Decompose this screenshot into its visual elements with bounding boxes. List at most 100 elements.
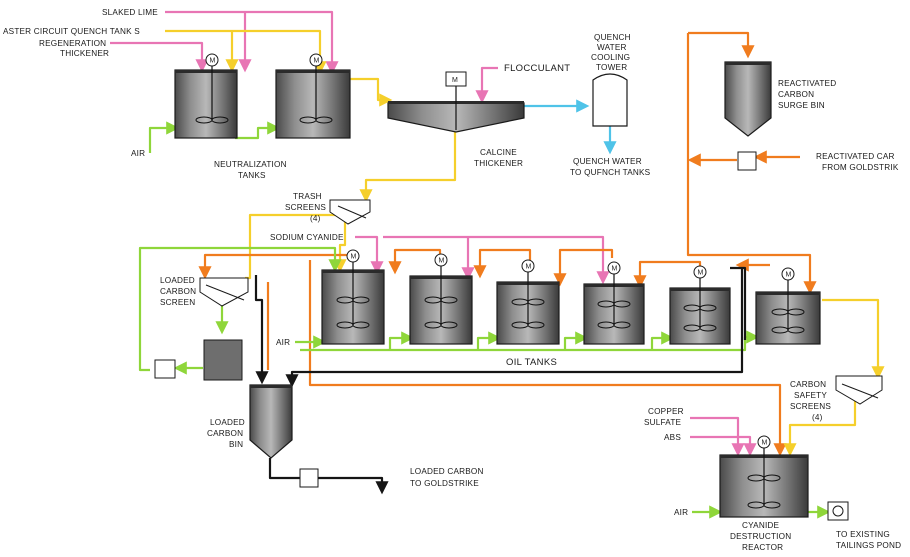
pump-box — [154, 359, 176, 379]
label-air-neut: AIR — [131, 149, 145, 158]
black-screen-to-bin — [254, 275, 269, 385]
svg-text:M: M — [762, 440, 768, 447]
label-reactivated-2: FROM GOLDSTRIK — [822, 163, 899, 172]
label-air-cdr: AIR — [674, 508, 688, 517]
motor-icon: M — [781, 267, 795, 281]
label-quench-water-1: QUENCH WATER — [573, 157, 642, 166]
svg-text:M: M — [698, 270, 704, 277]
label-air-cil: AIR — [276, 338, 290, 347]
label-safety-2: SAFETY — [794, 391, 827, 400]
motor-icon: M — [205, 53, 219, 67]
calcine-thickener: M — [387, 71, 525, 133]
label-flocculant: FLOCCULANT — [504, 63, 570, 74]
label-trash-1: TRASH — [293, 192, 322, 201]
cyanide-destruction-reactor — [719, 446, 809, 518]
label-cdr-3: REACTOR — [742, 543, 783, 552]
air-tie-1 — [388, 331, 415, 350]
carbon-advance-3 — [553, 248, 614, 287]
label-neut-1: NEUTRALIZATION — [214, 160, 287, 169]
svg-text:M: M — [452, 77, 458, 84]
safety-to-cdr-line — [783, 400, 857, 457]
orange-carbon-top — [688, 31, 755, 59]
label-safety-3: SCREENS — [790, 402, 831, 411]
label-loaded-screen-1: LOADED — [160, 276, 195, 285]
black-loaded-out — [318, 476, 389, 495]
label-safety-4: (4) — [812, 413, 823, 422]
slurry-to-safety-line — [822, 298, 885, 380]
air-header-line — [300, 330, 760, 352]
label-copper-1: COPPER — [648, 407, 684, 416]
label-loaded-screen-3: SCREEN — [160, 298, 195, 307]
orange-bottom-return — [308, 260, 787, 457]
cyanide-main-line — [355, 235, 384, 275]
trash-to-cil-line — [333, 222, 347, 273]
motor-icon: M — [693, 265, 707, 279]
loaded-carbon-bin — [249, 384, 293, 459]
air-tie-4 — [650, 331, 675, 350]
regen-thickener-line — [110, 41, 209, 73]
svg-text:M: M — [786, 272, 792, 279]
quench-tanks-line — [165, 29, 327, 75]
label-calcine-1: CALCINE — [480, 148, 517, 157]
copper-sulfate-line — [690, 416, 745, 457]
trash-oversize-line — [245, 213, 338, 280]
label-trash-2: SCREENS — [285, 203, 326, 212]
label-surge-2: CARBON — [778, 90, 814, 99]
motor-icon: M — [346, 249, 360, 263]
svg-text:M: M — [351, 254, 357, 261]
carbon-safety-screens — [835, 375, 883, 405]
underflow-line — [359, 128, 457, 203]
svg-text:M: M — [526, 264, 532, 271]
abs-line — [690, 435, 757, 457]
cil-tank-5 — [669, 278, 731, 345]
svg-text:M: M — [612, 266, 618, 273]
label-tower-2: WATER — [597, 43, 627, 52]
black-cil-link — [730, 266, 747, 340]
label-surge-3: SURGE BIN — [778, 101, 825, 110]
label-loaded-bin-1: LOADED — [210, 418, 245, 427]
motor-icon: M — [309, 53, 323, 67]
label-cdr-2: DESTRUCTION — [730, 532, 791, 541]
reactivated-carbon-surge-bin — [724, 61, 772, 137]
label-master-circuit: ASTER CIRCUIT QUENCH TANK S — [3, 27, 140, 36]
screen-return-line — [138, 246, 342, 372]
air-neutralization-line — [148, 121, 180, 153]
orange-down-main — [686, 33, 817, 295]
cyanide-header-line — [383, 235, 610, 285]
bin-discharge-box — [299, 468, 319, 488]
black-bin-out-line — [268, 458, 300, 480]
svg-text:M: M — [314, 58, 320, 65]
feeder-box — [737, 151, 757, 171]
motor-icon: M — [434, 253, 448, 267]
trash-screens — [329, 199, 371, 225]
cil-tank-4 — [583, 274, 645, 345]
neutralization-tank-2 — [275, 62, 351, 139]
label-sodium-cyanide: SODIUM CYANIDE — [270, 233, 344, 242]
neutralization-tank-1 — [174, 62, 238, 139]
cil-tank-1 — [321, 262, 385, 345]
motor-icon: M — [757, 435, 771, 449]
label-tower-4: TOWER — [596, 63, 627, 72]
label-loaded-out-2: TO GOLDSTRIKE — [410, 479, 479, 488]
label-abs: ABS — [664, 433, 681, 442]
flocculant-line — [475, 66, 498, 104]
label-tailings-2: TAILINGS POND — [836, 541, 901, 550]
slaked-lime-line — [165, 10, 339, 75]
air-tie-2 — [476, 331, 502, 350]
tailings-pump — [827, 501, 849, 521]
label-cdr-1: CYANIDE — [742, 521, 780, 530]
label-copper-2: SULFATE — [644, 418, 682, 427]
label-loaded-bin-2: CARBON — [207, 429, 243, 438]
label-loaded-out-1: LOADED CARBON — [410, 467, 484, 476]
label-loaded-bin-3: BIN — [229, 440, 243, 449]
motor-icon: M — [607, 261, 621, 275]
quench-cooling-tower — [592, 73, 628, 127]
svg-text:M: M — [210, 58, 216, 65]
label-slaked-lime: SLAKED LIME — [102, 8, 158, 17]
carbon-advance-5 — [388, 248, 442, 275]
cil-tank-3 — [496, 272, 560, 345]
neut-transfer-line — [235, 121, 281, 140]
svg-text:M: M — [439, 258, 445, 265]
label-loaded-screen-2: CARBON — [160, 287, 196, 296]
